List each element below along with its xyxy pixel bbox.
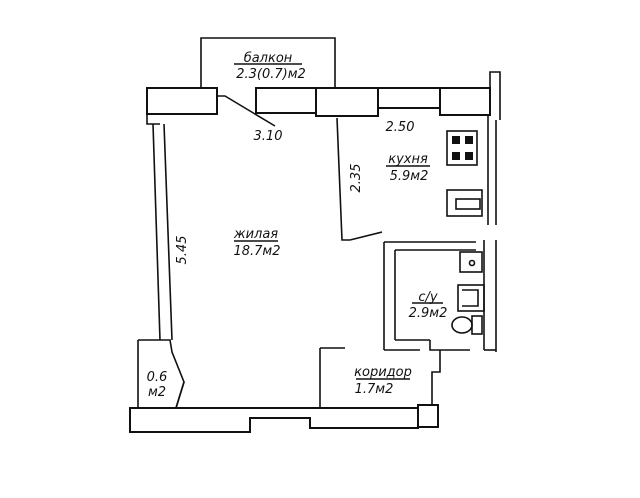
- kitchen-partition: [336, 117, 383, 241]
- bottom-wall: [129, 407, 419, 433]
- top-wall-left: [146, 87, 276, 127]
- kitchen-length-dim: 2.35: [349, 164, 364, 193]
- kitchen-sink: [446, 189, 483, 217]
- washbasin: [459, 251, 483, 273]
- corridor-walls: [319, 347, 441, 428]
- living-name: жилая: [233, 227, 278, 242]
- storage-area: м2: [148, 385, 166, 400]
- balcony-area: 2.3(0.7)м2: [236, 67, 306, 82]
- toilet: [451, 315, 483, 335]
- living-width-dim: 3.10: [254, 129, 283, 144]
- bathroom-name: с/у: [418, 290, 438, 305]
- storage-partition: [175, 381, 185, 409]
- bathroom-walls: [383, 241, 476, 351]
- left-wall: [137, 123, 185, 409]
- stove: [446, 130, 478, 166]
- bathroom-area: 2.9м2: [409, 306, 448, 321]
- balcony-name: балкон: [244, 51, 293, 66]
- right-wall: [483, 115, 497, 352]
- corridor-name: коридор: [354, 365, 412, 380]
- kitchen-area: 5.9м2: [390, 169, 429, 184]
- bathtub: [457, 284, 485, 312]
- living-area: 18.7м2: [233, 244, 280, 259]
- kitchen-name: кухня: [388, 152, 428, 167]
- top-wall-right: [255, 71, 501, 120]
- living-length-dim: 5.45: [175, 236, 190, 265]
- storage-name: 0.6: [147, 370, 168, 385]
- kitchen-width-dim: 2.50: [386, 120, 415, 135]
- balcony: [200, 37, 336, 88]
- corridor-area: 1.7м2: [355, 382, 394, 397]
